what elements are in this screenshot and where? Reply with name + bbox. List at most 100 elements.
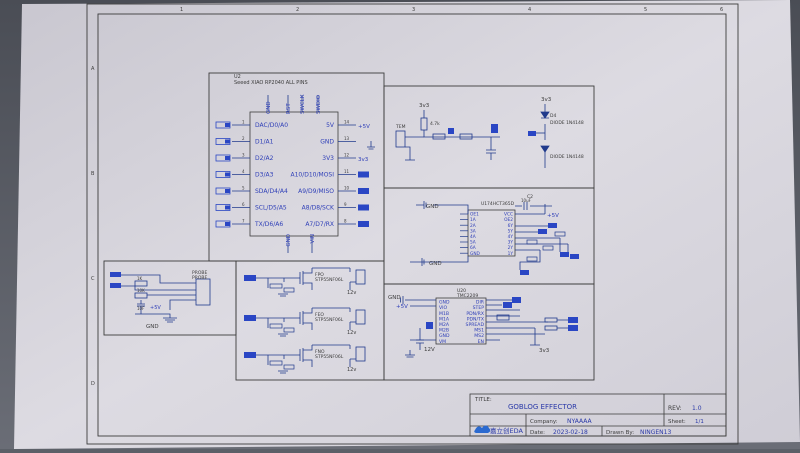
mcu-right-pin-label: A10/D10/MOSI	[290, 172, 334, 179]
shift-reg-ref: U1	[481, 201, 487, 207]
driver-right-pin-label: PDN/RX	[466, 311, 484, 317]
probe-resistor-a: 1K	[137, 276, 143, 281]
diode-bottom-name: DIODE 1N4148	[550, 154, 584, 160]
sr-right-pin-label: 5Y	[508, 228, 514, 234]
mcu-left-pin-label: D2/A2	[255, 155, 274, 162]
mcu-left-flag-tip	[225, 139, 230, 144]
mosfet-drain-wire	[312, 344, 351, 349]
mcu-left-flag-tip	[225, 205, 230, 210]
mcu-top-pin-label: SWCLK	[300, 94, 306, 114]
mcu-left-flag-tip	[225, 123, 230, 127]
logo-text: 嘉立创EDA	[490, 426, 523, 435]
sr-flag-2	[538, 229, 547, 234]
mcu-ref: U2	[234, 74, 241, 80]
mcu-left-pin-number: 5	[242, 186, 245, 191]
mcu-right-pin-number: 9	[344, 202, 347, 207]
mcu-left-pins: DAC/D0/A01D1/A12D2/A23D3/A34SDA/D4/A45SC…	[232, 120, 288, 228]
probe-name-2: PROBE	[192, 275, 207, 281]
frame-row-b: B	[91, 171, 95, 177]
drawn-value: NINGEN13	[640, 429, 671, 436]
sr-left-pin-label: OE1	[470, 212, 479, 218]
mosfet-gnd-symbol	[278, 333, 288, 337]
mcu-right-pin-label: A9/D9/MISO	[298, 188, 334, 195]
frame-row-d: D	[91, 381, 95, 387]
mcu-left-pin-number: 4	[242, 169, 245, 174]
sr-flag-3	[560, 252, 569, 257]
mcu-left-pin-label: DAC/D0/A0	[255, 122, 288, 129]
driver-ref: U20	[457, 288, 466, 294]
mosfet-label: FEO	[315, 312, 324, 318]
sensor-supply: 3v3	[419, 103, 430, 109]
mosfet-gate-flag	[244, 275, 256, 281]
date-value: 2023-02-18	[553, 429, 588, 436]
mosfet-output-wire	[349, 358, 356, 367]
probe-flag-2	[110, 283, 121, 288]
mcu-right-pin-label: A8/D8/SCK	[302, 205, 335, 212]
shift-reg-gnd-symbol	[416, 201, 427, 209]
mosfet-symbol	[299, 345, 313, 367]
shift-reg-gnd-symbol-2	[421, 258, 425, 266]
shift-reg-name: 74HCT365D	[487, 201, 515, 207]
mcu-right-pin-number: 13	[344, 136, 350, 141]
mcu-name: Seeed XIAO RP2040 ALL PINS	[234, 80, 308, 86]
frame-row-a: A	[91, 66, 95, 72]
mcu-5v-supply: +5V	[358, 124, 370, 130]
mosfet-gate-flag	[244, 352, 256, 358]
sr-flag-5	[520, 270, 529, 275]
mcu-left-flag-tip	[225, 222, 230, 226]
mosfet-gate-resistor	[269, 360, 283, 366]
mcu-left-pin-label: TX/D6/A6	[254, 221, 283, 228]
frame-col-4: 4	[528, 7, 531, 13]
mcu-right-net-flag	[358, 204, 369, 211]
mosfet-part: STP55NF06L	[315, 277, 344, 283]
sensor-resistor-3	[459, 133, 473, 140]
probe-gnd: GND	[146, 324, 159, 330]
driver-right-pin-label: STEP	[473, 305, 485, 311]
mcu-right-pin-label: A7/D7/RX	[305, 221, 334, 228]
probe-connector	[195, 278, 211, 306]
mosfet-gnd-symbol	[278, 370, 288, 374]
mcu-right-pin-number: 12	[344, 153, 350, 158]
diode-supply: 3v3	[541, 97, 552, 103]
drv-flag-1	[512, 297, 521, 303]
frame-col-1: 1	[180, 7, 183, 13]
title-label: TITLE:	[474, 397, 492, 403]
mosfet-symbol	[299, 268, 313, 290]
mcu-xiao-rp2040: U2 Seeed XIAO RP2040 ALL PINS DAC/D0/A0 1…	[215, 74, 375, 253]
diode-d5	[540, 145, 550, 153]
screen-area	[14, 0, 800, 449]
driver-right-pin-label: SPREAD	[466, 322, 485, 328]
driver-left-pin-label: M1A	[439, 316, 450, 322]
rev-value: 1.0	[692, 405, 702, 412]
sr-left-pin-label: 4A	[470, 234, 476, 240]
sensor-net-flag	[448, 128, 454, 134]
probe-circuit: PROBE PROBE 1K 10K 10F +5V GND	[110, 270, 211, 330]
mcu-left-pin-label: SCL/D5/A5	[255, 205, 287, 212]
probe-gnd-symbol	[135, 313, 177, 323]
date-label: Date:	[530, 430, 545, 436]
sr-right-pin-label: VCC	[504, 212, 513, 218]
mosfet-gate-resistor	[269, 323, 283, 329]
drawn-label: Drawn By:	[606, 430, 634, 436]
driver-gnd-label: GND	[388, 295, 401, 301]
mcu-right-pin-label: 3V3	[322, 155, 334, 162]
mcu-left-flag-tip	[225, 156, 230, 160]
sr-right-pin-label: 4Y	[508, 234, 514, 240]
mcu-right-pin-number: 14	[344, 120, 350, 125]
sr-left-pin-label: 2A	[470, 223, 476, 229]
driver-resistor-1	[496, 314, 510, 321]
rev-label: REV:	[668, 405, 682, 412]
driver-right-pin-label: MS1	[474, 328, 484, 334]
mosfet-drain-wire	[312, 267, 351, 272]
drv-flag-2	[503, 302, 512, 308]
sr-right-pin-label: 1Y	[508, 251, 514, 257]
mcu-top-pin-label: RST	[286, 103, 292, 114]
mosfet-label: FPO	[315, 272, 324, 278]
